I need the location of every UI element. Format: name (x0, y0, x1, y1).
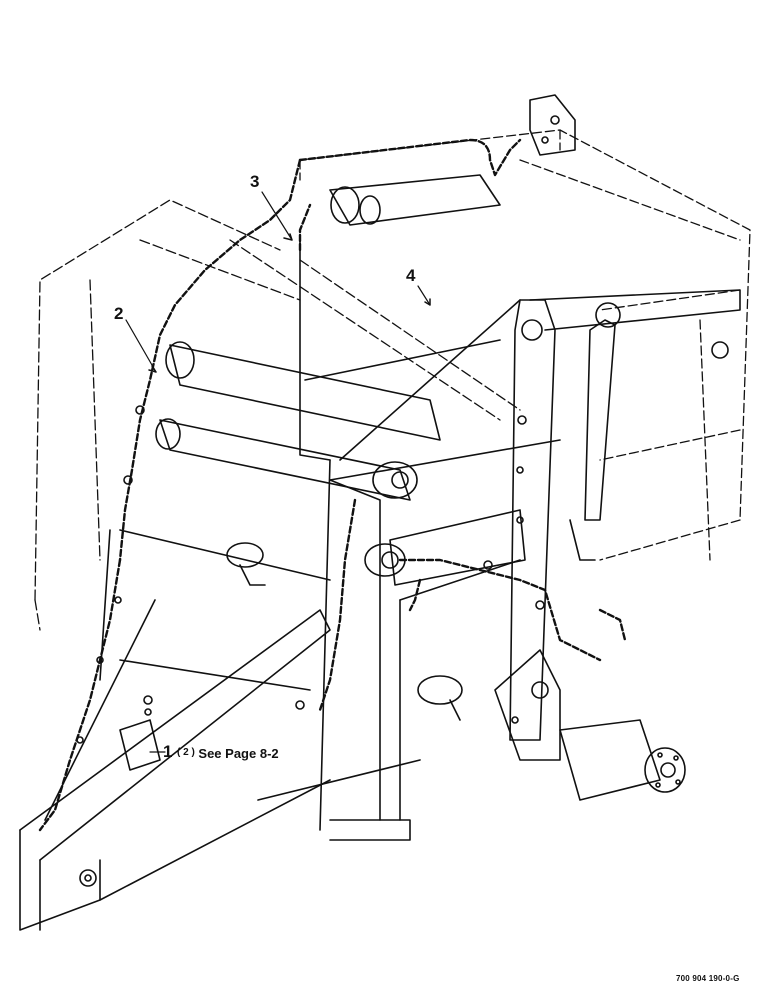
center-bracket (299, 239, 501, 461)
page-reference-note: ( 2 ) See Page 8-2 (177, 746, 279, 761)
tongue-frame (19, 599, 421, 931)
middle-roller (165, 341, 441, 441)
callout-2: 2 (114, 304, 124, 323)
upper-roller (329, 174, 501, 226)
quantity-label: ( 2 ) (177, 747, 195, 758)
callout-3: 3 (250, 172, 260, 191)
callout-4: 4 (406, 266, 416, 285)
lower-roller (155, 418, 411, 501)
jack-stand (119, 695, 161, 771)
top-hinge-plate (529, 94, 576, 156)
callout-1: 1 (163, 742, 173, 761)
top-crossbar (529, 289, 741, 359)
hydraulic-cylinder (569, 302, 621, 561)
front-right-upright (509, 299, 556, 741)
left-side-panel (34, 199, 521, 631)
wiring-harness (38, 138, 627, 832)
gusset-plate (494, 649, 561, 761)
wheel-hub (559, 719, 686, 801)
left-panel-detail (99, 529, 463, 721)
figure-id: 700 904 190-0-G (676, 974, 740, 983)
leader-lines (125, 191, 431, 753)
reference-text: See Page 8-2 (198, 746, 279, 761)
harness-connectors (76, 405, 545, 744)
